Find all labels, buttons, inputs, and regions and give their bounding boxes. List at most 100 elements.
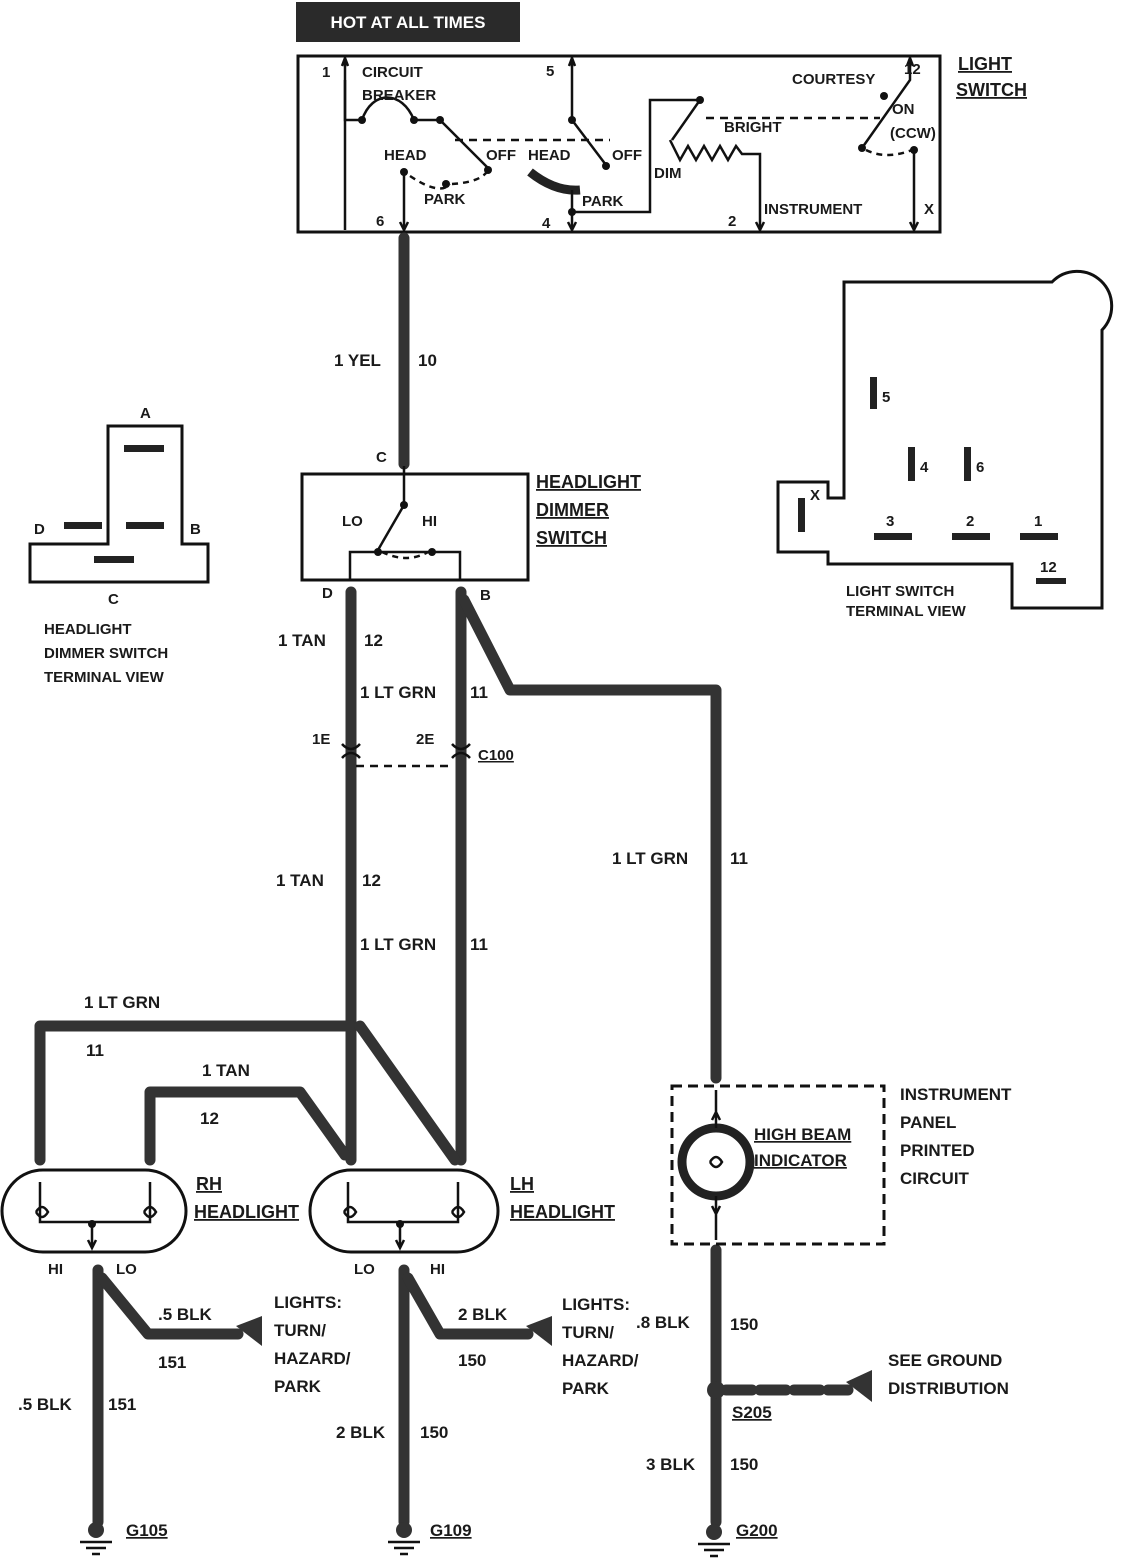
label-head-left: HEAD <box>384 147 427 164</box>
dimmer-pin-d: D <box>322 585 333 602</box>
lh-main-circuit: 150 <box>420 1423 448 1442</box>
rh-lights-4: PARK <box>274 1377 322 1396</box>
lh-lights-3: HAZARD/ <box>562 1351 639 1370</box>
ls-caption-1: LIGHT SWITCH <box>846 583 954 600</box>
dimmer-hi: HI <box>422 513 437 530</box>
wire-rh-ltgrn <box>34 1020 356 1166</box>
lh-branch-color: 2 BLK <box>458 1305 508 1324</box>
ls-pin-2: 2 <box>966 513 974 530</box>
terminal-1: 1 <box>322 64 330 81</box>
grounds: .5 BLK 151 .5 BLK 151 2 BLK 150 2 BLK 15… <box>18 1305 778 1558</box>
lh-lights-4: PARK <box>562 1379 610 1398</box>
high-beam-indicator-2: INDICATOR <box>754 1151 847 1170</box>
ls-pin-12: 12 <box>1040 559 1057 576</box>
terminal-x: X <box>924 201 934 218</box>
dimmer-title-2: DIMMER <box>536 500 609 520</box>
lh-hi: HI <box>430 1261 445 1278</box>
ip-title-1: INSTRUMENT <box>900 1085 1012 1104</box>
rh-main-circuit: 151 <box>108 1395 136 1414</box>
ls-pin-4: 4 <box>920 459 929 476</box>
lh-lights-1: LIGHTS: <box>562 1295 630 1314</box>
label-head-mid: HEAD <box>528 147 571 164</box>
light-switch-title-2: SWITCH <box>956 80 1027 100</box>
ground-dist-2: DISTRIBUTION <box>888 1379 1009 1398</box>
label-circuit: CIRCUIT <box>362 64 423 81</box>
terminal-5: 5 <box>546 63 554 80</box>
dim-pin-b: B <box>190 521 201 538</box>
ground-symbol-g109: G109 <box>388 1521 472 1556</box>
dimmer-terminal-view: A B C D HEADLIGHT DIMMER SWITCH TERMINAL… <box>28 405 210 686</box>
dimmer-lo: LO <box>342 513 363 530</box>
label-off-mid: OFF <box>612 147 642 164</box>
light-switch-terminal-view: 5 4 6 X 3 2 1 12 LIGHT SWITCH TERMINAL V… <box>776 269 1114 620</box>
label-bright: BRIGHT <box>724 119 782 136</box>
wire-rh-branch <box>96 1272 244 1340</box>
rh-lights-3: HAZARD/ <box>274 1349 351 1368</box>
rh-hi: HI <box>48 1261 63 1278</box>
dimmer-pin-b: B <box>480 587 491 604</box>
terminal-4: 4 <box>542 215 551 232</box>
wire-labels: 1 YEL 10 1 TAN 12 1 LT GRN 11 1E 2E C100… <box>84 351 748 1128</box>
ls-pin-3: 3 <box>886 513 894 530</box>
wire-label-12-3: 12 <box>200 1109 219 1128</box>
wire-label-11-3: 11 <box>730 849 748 868</box>
ls-pin-5: 5 <box>882 389 890 406</box>
dimmer-title-3: SWITCH <box>536 528 607 548</box>
wire-label-11-4: 11 <box>86 1041 104 1060</box>
dimmer-title-1: HEADLIGHT <box>536 472 641 492</box>
terminal-6: 6 <box>376 213 384 230</box>
ground-g109: G109 <box>430 1521 472 1540</box>
ground-symbol-g105: G105 <box>80 1521 168 1556</box>
wire-ltgrn-11-ip <box>458 594 722 1084</box>
wire-label-yel: 1 YEL <box>334 351 381 370</box>
label-breaker: BREAKER <box>362 87 436 104</box>
rh-main-color: .5 BLK <box>18 1395 73 1414</box>
label-park-left: PARK <box>424 191 466 208</box>
dim-caption-1: HEADLIGHT <box>44 621 132 638</box>
ls-pin-1: 1 <box>1034 513 1042 530</box>
ls-pin-6: 6 <box>976 459 984 476</box>
wire-label-11-2: 11 <box>470 935 488 954</box>
dimmer-pin-c: C <box>376 449 387 466</box>
ground-g105: G105 <box>126 1521 168 1540</box>
ip-lower-color: 3 BLK <box>646 1455 696 1474</box>
lh-title-1: LH <box>510 1174 534 1194</box>
wire-label-tan-1: 1 TAN <box>278 631 326 650</box>
lh-title-2: HEADLIGHT <box>510 1202 615 1222</box>
ground-symbol-g200: G200 <box>698 1521 778 1558</box>
conn-pin-1e: 1E <box>312 731 330 748</box>
lh-main-color: 2 BLK <box>336 1423 386 1442</box>
ip-color: .8 BLK <box>636 1313 691 1332</box>
wire-label-tan-2: 1 TAN <box>276 871 324 890</box>
wire-label-ltgrn-3: 1 LT GRN <box>612 849 688 868</box>
wire-label-tan-3: 1 TAN <box>202 1061 250 1080</box>
ip-title-4: CIRCUIT <box>900 1169 970 1188</box>
lh-headlight: LO HI LH HEADLIGHT <box>308 1168 615 1278</box>
rh-title-2: HEADLIGHT <box>194 1202 299 1222</box>
terminal-12: 12 <box>904 61 921 78</box>
rh-title-1: RH <box>196 1174 222 1194</box>
ip-lower-circuit: 150 <box>730 1455 758 1474</box>
notes: LIGHTS: TURN/ HAZARD/ PARK LIGHTS: TURN/… <box>274 1293 1009 1398</box>
wire-rh-tan <box>144 1086 351 1166</box>
label-dim: DIM <box>654 165 682 182</box>
label-courtesy: COURTESY <box>792 71 875 88</box>
rh-headlight: HI LO RH HEADLIGHT <box>0 1168 299 1278</box>
rh-lights-1: LIGHTS: <box>274 1293 342 1312</box>
banner-text: HOT AT ALL TIMES <box>331 13 486 32</box>
wire-label-12-2: 12 <box>362 871 381 890</box>
wire-lh-branch <box>402 1272 534 1340</box>
rh-branch-circuit: 151 <box>158 1353 186 1372</box>
light-switch: CIRCUIT BREAKER HEAD OFF PARK HEAD OFF P… <box>296 54 1027 234</box>
dim-pin-a: A <box>140 405 151 422</box>
lh-branch-circuit: 150 <box>458 1351 486 1370</box>
ls-caption-2: TERMINAL VIEW <box>846 603 967 620</box>
light-switch-title-1: LIGHT <box>958 54 1012 74</box>
label-park-mid: PARK <box>582 193 624 210</box>
label-off-left: OFF <box>486 147 516 164</box>
rh-lo: LO <box>116 1261 137 1278</box>
rh-lights-2: TURN/ <box>274 1321 326 1340</box>
ls-pin-x: X <box>810 487 820 504</box>
splice-s205: S205 <box>732 1403 772 1422</box>
